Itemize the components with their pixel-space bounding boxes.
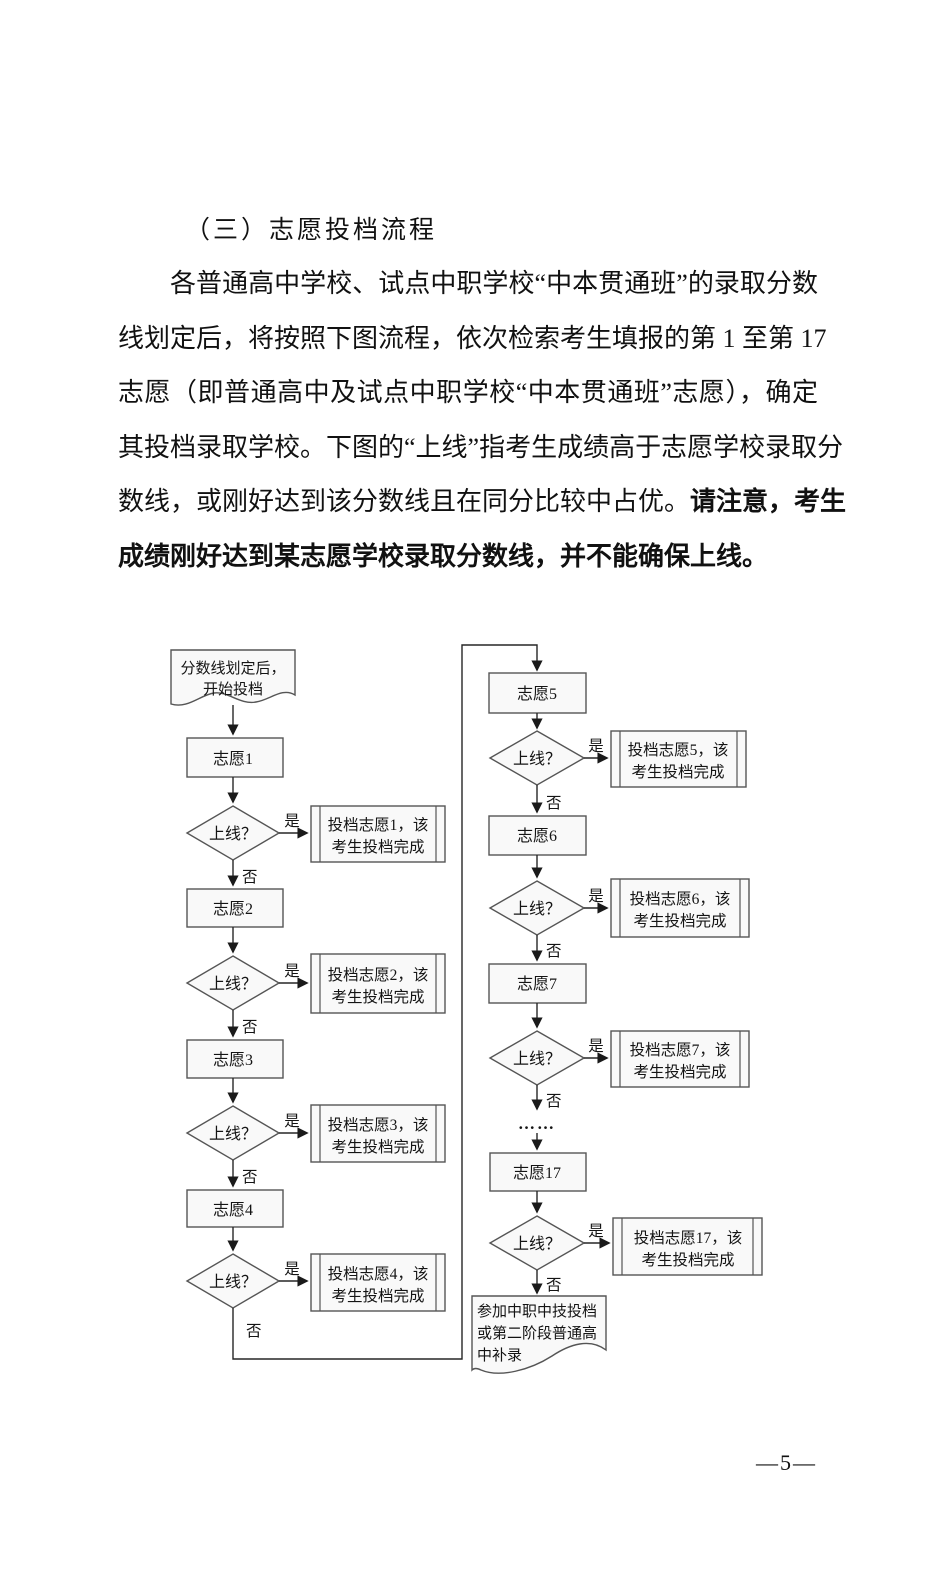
yes-label: 是 xyxy=(588,888,604,905)
paragraph-line: 志愿（即普通高中及试点中职学校“中本贯通班”志愿），确定 xyxy=(118,378,818,407)
paragraph-line-bold: 成绩刚好达到某志愿学校录取分数线，并不能确保上线。 xyxy=(118,541,769,571)
yes-label: 是 xyxy=(284,1113,300,1130)
no-label: 否 xyxy=(242,869,258,886)
choice-label-v5: 志愿5 xyxy=(517,685,557,703)
start-label-line1: 分数线划定后， xyxy=(180,660,285,677)
yes-label: 是 xyxy=(588,1038,604,1055)
paragraph-line: 各普通高中学校、试点中职学校“中本贯通班”的录取分数 xyxy=(170,269,818,298)
choice-label-v3: 志愿3 xyxy=(213,1051,253,1069)
yes-label: 是 xyxy=(284,1261,300,1278)
result-box-v6 xyxy=(610,878,750,938)
result-label-v6-line1: 投档志愿6，该 xyxy=(630,890,731,908)
paragraph-line: 其投档录取学校。下图的“上线”指考生成绩高于志愿学校录取分 xyxy=(118,432,844,462)
result-label-v5-line2: 考生投档完成 xyxy=(631,763,724,781)
body-paragraph: 各普通高中学校、试点中职学校“中本贯通班”的录取分数 线划定后，将按照下图流程，… xyxy=(118,257,846,584)
result-box-v7 xyxy=(610,1030,750,1088)
no-label: 否 xyxy=(546,1093,562,1110)
result-label-v5-line1: 投档志愿5，该 xyxy=(628,741,729,759)
choice-box-v1 xyxy=(186,737,284,778)
yes-label: 是 xyxy=(588,1223,604,1240)
paragraph-line: 线划定后，将按照下图流程，依次检索考生填报的第 1 至第 17 xyxy=(118,323,827,353)
start-label-line2: 开始投档 xyxy=(203,681,263,698)
result-box-v4 xyxy=(310,1253,446,1312)
no-label: 否 xyxy=(546,795,562,812)
flow-step-v5: 志愿5 上线？ 是 投档志愿5，该 考生投档完成 否 xyxy=(488,672,747,814)
decision-label-v4: 上线？ xyxy=(209,1273,257,1291)
result-label-v4-line2: 考生投档完成 xyxy=(331,1287,424,1305)
decision-label-v3: 上线？ xyxy=(209,1125,257,1143)
result-label-v3-line2: 考生投档完成 xyxy=(331,1138,424,1156)
choice-label-v4: 志愿4 xyxy=(213,1201,253,1219)
end-label-line1: 参加中职中技投档 xyxy=(477,1303,597,1320)
no-label: 否 xyxy=(246,1323,262,1340)
result-label-v1-line2: 考生投档完成 xyxy=(331,838,424,856)
end-label-line2: 或第二阶段普通高 xyxy=(477,1324,597,1342)
flow-step-v7: 志愿7 上线？ 是 投档志愿7，该 考生投档完成 否 xyxy=(488,963,750,1111)
choice-box-v4 xyxy=(186,1189,284,1228)
flow-step-v2: 志愿2 上线？ 是 投档志愿2，该 考生投档完成 否 xyxy=(185,888,446,1038)
no-label: 否 xyxy=(242,1019,258,1036)
choice-box-v5 xyxy=(488,672,587,714)
yes-label: 是 xyxy=(588,738,604,755)
result-box-v1 xyxy=(310,805,446,863)
result-label-v6-line2: 考生投档完成 xyxy=(633,912,726,930)
result-label-v2-line1: 投档志愿2，该 xyxy=(328,966,429,984)
page-number: —5— xyxy=(756,1450,817,1475)
yes-label: 是 xyxy=(284,963,300,980)
choice-box-v2 xyxy=(186,888,284,928)
choice-box-v3 xyxy=(186,1039,284,1079)
result-label-v17-line2: 考生投档完成 xyxy=(641,1251,734,1269)
ellipsis-label: …… xyxy=(518,1114,556,1133)
result-label-v4-line1: 投档志愿4，该 xyxy=(328,1265,429,1283)
choice-label-v6: 志愿6 xyxy=(517,827,557,845)
section-heading: （三）志愿投档流程 xyxy=(185,217,438,244)
paragraph-line: 数线，或刚好达到该分数线且在同分比较中占优。请注意，考生 xyxy=(118,475,846,530)
choice-label-v1: 志愿1 xyxy=(213,750,253,768)
decision-label-v1: 上线？ xyxy=(209,825,257,843)
choice-label-v17: 志愿17 xyxy=(513,1164,561,1182)
flow-step-v3: 志愿3 上线？ 是 投档志愿3，该 考生投档完成 否 xyxy=(185,1039,446,1188)
yes-label: 是 xyxy=(284,813,300,830)
flow-step-v17: 志愿17 上线？ 是 投档志愿17，该 考生投档完成 否 xyxy=(488,1152,763,1295)
flow-step-v1: 志愿1 上线？ 是 投档志愿1，该 考生投档完成 否 xyxy=(185,737,446,887)
flow-step-v6: 志愿6 上线？ 是 投档志愿6，该 考生投档完成 否 xyxy=(488,815,750,962)
end-label-line3: 中补录 xyxy=(477,1347,522,1364)
flow-step-v4: 志愿4 上线？ 是 投档志愿4，该 考生投档完成 否 xyxy=(185,1189,446,1340)
no-label: 否 xyxy=(546,943,562,960)
loop-connector xyxy=(232,644,543,1360)
paragraph-line-bold: 请注意，考生 xyxy=(690,487,847,516)
result-box-v2 xyxy=(310,953,446,1014)
result-label-v7-line2: 考生投档完成 xyxy=(633,1063,726,1081)
decision-label-v7: 上线？ xyxy=(513,1050,561,1068)
choice-box-v17 xyxy=(489,1152,587,1192)
choice-label-v7: 志愿7 xyxy=(517,975,557,993)
result-box-v17 xyxy=(612,1217,763,1276)
result-box-v3 xyxy=(310,1104,446,1163)
decision-label-v2: 上线？ xyxy=(209,975,257,993)
paragraph-line-normal: 数线，或刚好达到该分数线且在同分比较中占优。 xyxy=(118,487,691,516)
flow-start-terminator: 分数线划定后， 开始投档 xyxy=(170,649,296,706)
result-label-v1-line1: 投档志愿1，该 xyxy=(328,816,429,834)
no-label: 否 xyxy=(546,1277,562,1294)
result-box-v5 xyxy=(610,730,747,788)
decision-label-v17: 上线？ xyxy=(513,1235,561,1253)
result-label-v7-line1: 投档志愿7，该 xyxy=(630,1041,731,1059)
choice-box-v7 xyxy=(488,963,587,1004)
flow-end-terminator: 参加中职中技投档 或第二阶段普通高 中补录 xyxy=(471,1295,607,1374)
result-label-v3-line1: 投档志愿3，该 xyxy=(328,1116,429,1134)
decision-label-v5: 上线？ xyxy=(513,750,561,768)
no-label: 否 xyxy=(242,1169,258,1186)
result-label-v17-line1: 投档志愿17，该 xyxy=(634,1229,743,1247)
decision-label-v6: 上线？ xyxy=(513,900,561,918)
result-label-v2-line2: 考生投档完成 xyxy=(331,988,424,1006)
choice-label-v2: 志愿2 xyxy=(213,900,253,918)
